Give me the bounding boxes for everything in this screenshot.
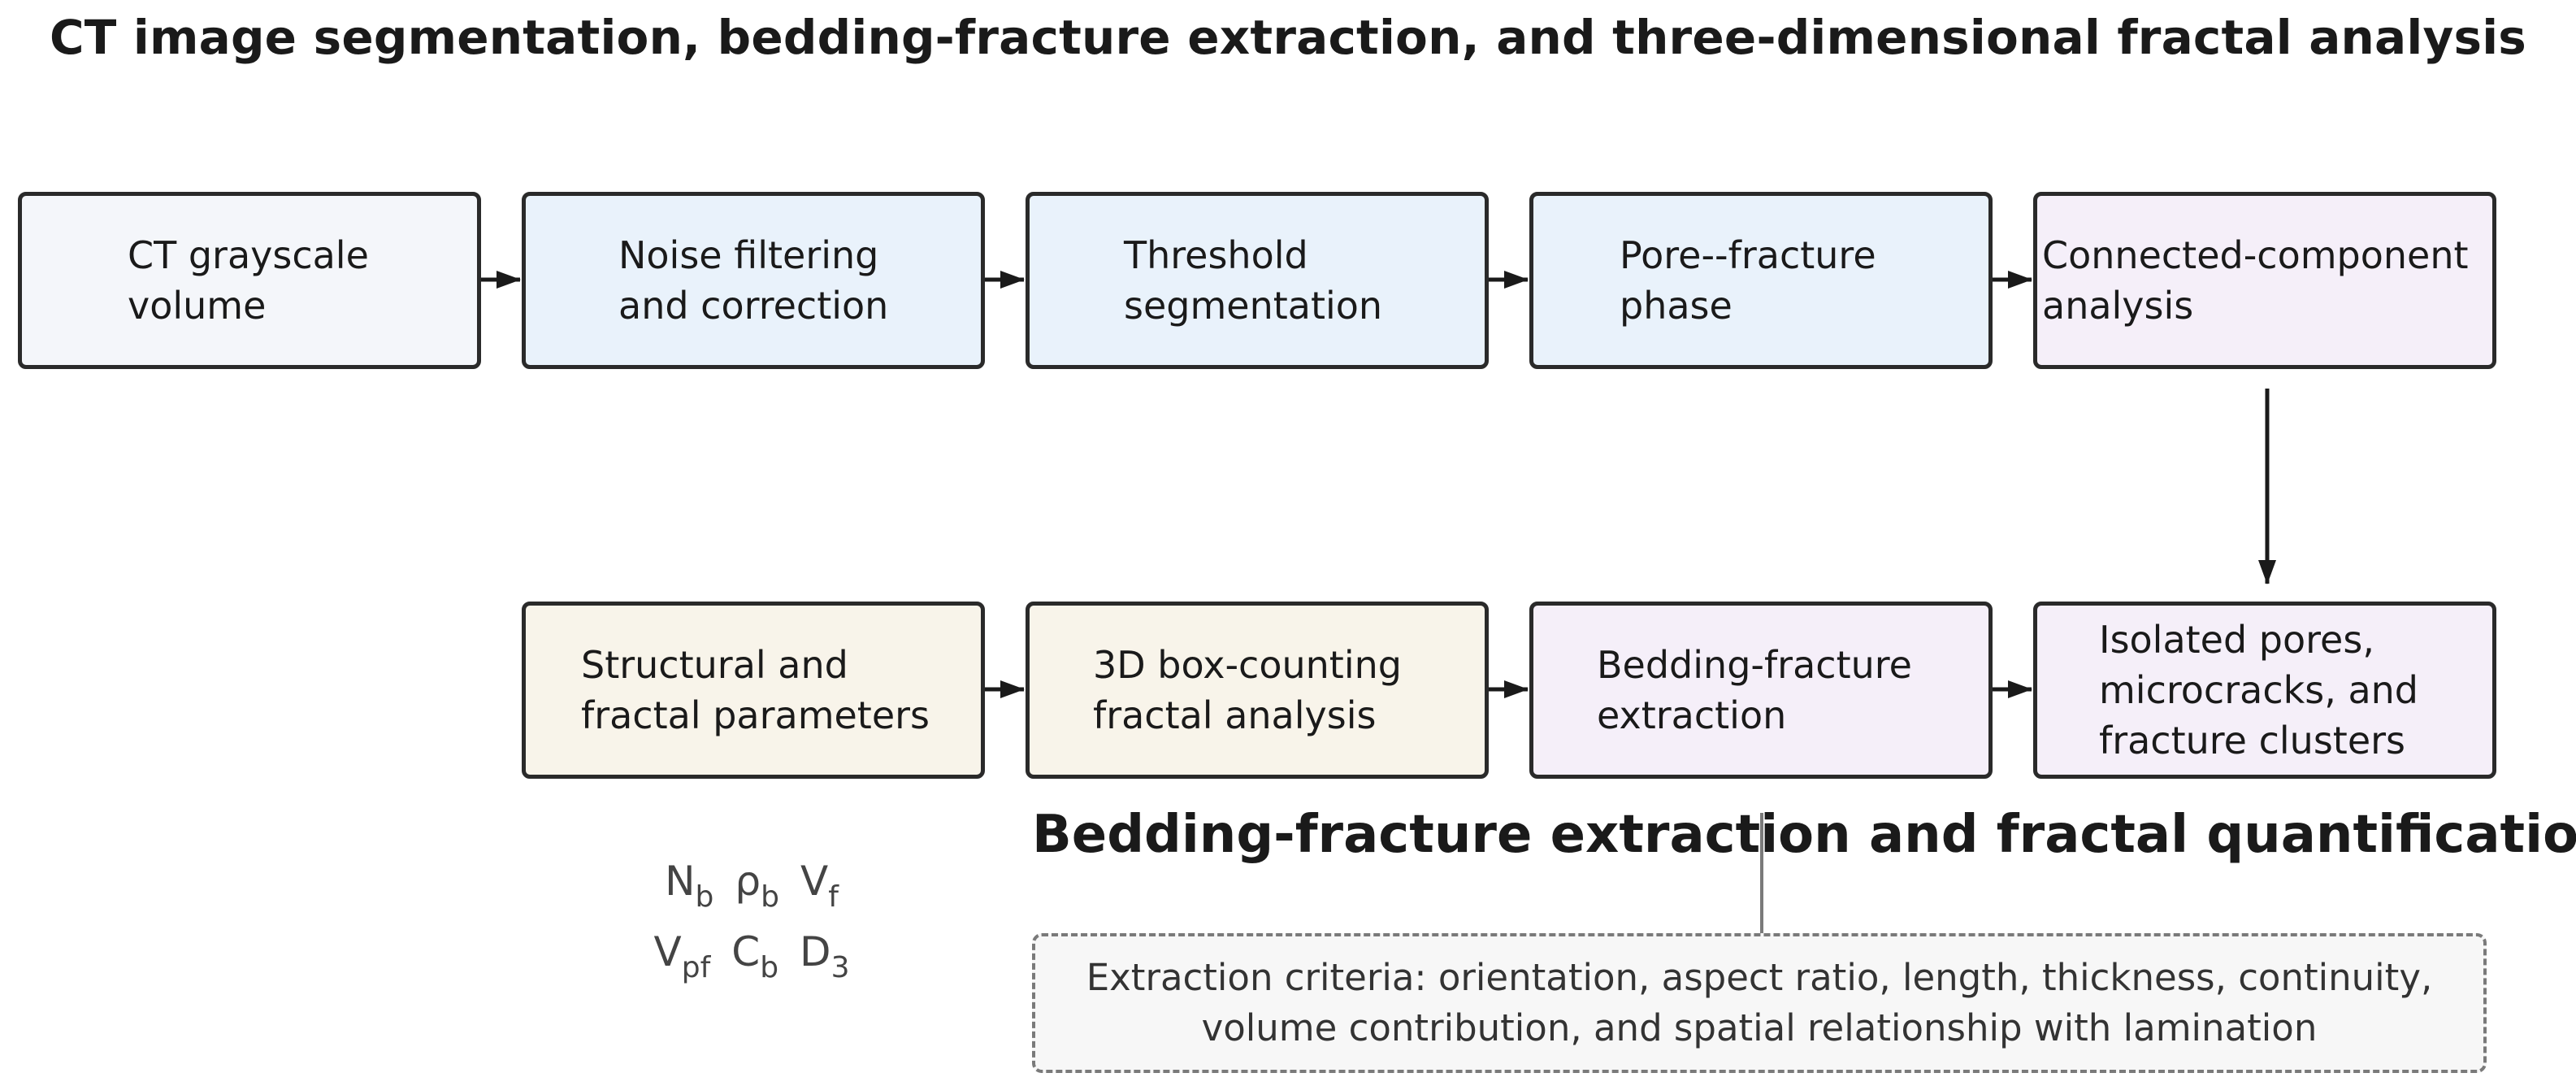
step-pore-fracture-phase: Pore--fracture phase bbox=[1529, 192, 1993, 369]
step-label-line: microcracks, and bbox=[2099, 668, 2418, 712]
step-label-line: phase bbox=[1620, 284, 1733, 328]
step-threshold-segmentation: Threshold segmentation bbox=[1026, 192, 1489, 369]
step-label-line: Noise filtering bbox=[618, 233, 879, 277]
step-label-line: fractal parameters bbox=[581, 693, 930, 737]
step-label-line: Isolated pores, bbox=[2099, 618, 2374, 662]
step-bedding-fracture-extraction: Bedding-fracture extraction bbox=[1529, 602, 1993, 779]
step-label-line: 3D box-counting bbox=[1093, 643, 1402, 687]
parameter-symbol: Vf bbox=[800, 858, 839, 914]
extraction-criteria-box: Extraction criteria: orientation, aspect… bbox=[1032, 933, 2487, 1073]
step-noise-filtering: Noise filtering and correction bbox=[522, 192, 985, 369]
step-label-line: Connected-component bbox=[2042, 233, 2469, 277]
parameter-symbol: D3 bbox=[800, 928, 850, 984]
step-label-line: Bedding-fracture bbox=[1597, 643, 1912, 687]
step-isolated-pores-microcracks: Isolated pores, microcracks, and fracture … bbox=[2033, 602, 2496, 779]
step-3d-box-counting: 3D box-counting fractal analysis bbox=[1026, 602, 1489, 779]
parameter-row: Nb ρb Vf bbox=[618, 858, 886, 914]
criteria-line-1: Extraction criteria: orientation, aspect… bbox=[1086, 956, 2433, 999]
criteria-line-2: volume contribution, and spatial relatio… bbox=[1201, 1006, 2318, 1049]
step-label-line: extraction bbox=[1597, 693, 1787, 737]
step-label-line: Pore--fracture bbox=[1620, 233, 1876, 277]
parameter-symbol: Cb bbox=[731, 928, 779, 984]
step-label-line: CT grayscale bbox=[128, 233, 369, 277]
step-label-line: analysis bbox=[2042, 284, 2194, 328]
parameter-symbol: Vpf bbox=[653, 928, 711, 984]
parameter-symbol: ρb bbox=[735, 858, 779, 914]
diagram-title: CT image segmentation, bedding-fracture … bbox=[49, 10, 2527, 65]
step-label-line: and correction bbox=[618, 284, 889, 328]
step-label-line: Structural and bbox=[581, 643, 848, 687]
step-label-line: volume bbox=[128, 284, 267, 328]
section-subtitle: Bedding-fracture extraction and fractal … bbox=[1032, 805, 2576, 865]
parameter-row: Vpf Cb D3 bbox=[618, 928, 886, 984]
step-label-line: fracture clusters bbox=[2099, 719, 2406, 762]
step-label-line: fractal analysis bbox=[1093, 693, 1377, 737]
step-label-line: Threshold bbox=[1124, 233, 1308, 277]
parameter-symbol: Nb bbox=[665, 858, 714, 914]
step-label-line: segmentation bbox=[1124, 284, 1383, 328]
step-connected-component-analysis: Connected-component analysis bbox=[2033, 192, 2496, 369]
step-structural-fractal-parameters: Structural and fractal parameters bbox=[522, 602, 985, 779]
step-ct-grayscale-volume: CT grayscale volume bbox=[18, 192, 481, 369]
parameter-symbols: Nb ρb Vf Vpf Cb D3 bbox=[618, 858, 886, 999]
